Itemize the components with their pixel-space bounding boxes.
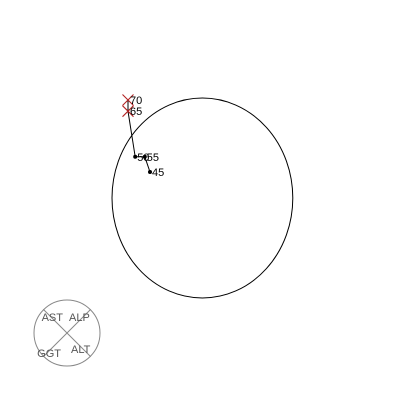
point-label-70: 70: [130, 95, 142, 107]
point-label-45: 45: [152, 167, 164, 179]
reference-ellipse-layer: [111, 97, 294, 299]
point-label-65: 65: [130, 106, 142, 118]
reference-ellipse: [111, 97, 294, 299]
point-marker-65: [122, 105, 134, 118]
point-marker-45: [148, 170, 152, 174]
key-label-alp: ALP: [69, 312, 90, 324]
key-label-alt: ALT: [71, 344, 91, 356]
point-label-55: 55: [147, 152, 159, 164]
data-points-layer: [122, 94, 152, 174]
point-label-50: 50: [137, 152, 149, 164]
point-marker-55: [142, 154, 147, 159]
key-label-ggt: GGT: [37, 348, 61, 360]
key-label-ast: AST: [42, 312, 64, 324]
point-marker-70: [122, 94, 134, 106]
point-marker-50: [133, 154, 138, 159]
variable-key: AST ALP GGT ALT: [33, 299, 101, 367]
key-diagonal-alp-ggt: [42, 308, 92, 358]
key-circle: [33, 299, 101, 367]
